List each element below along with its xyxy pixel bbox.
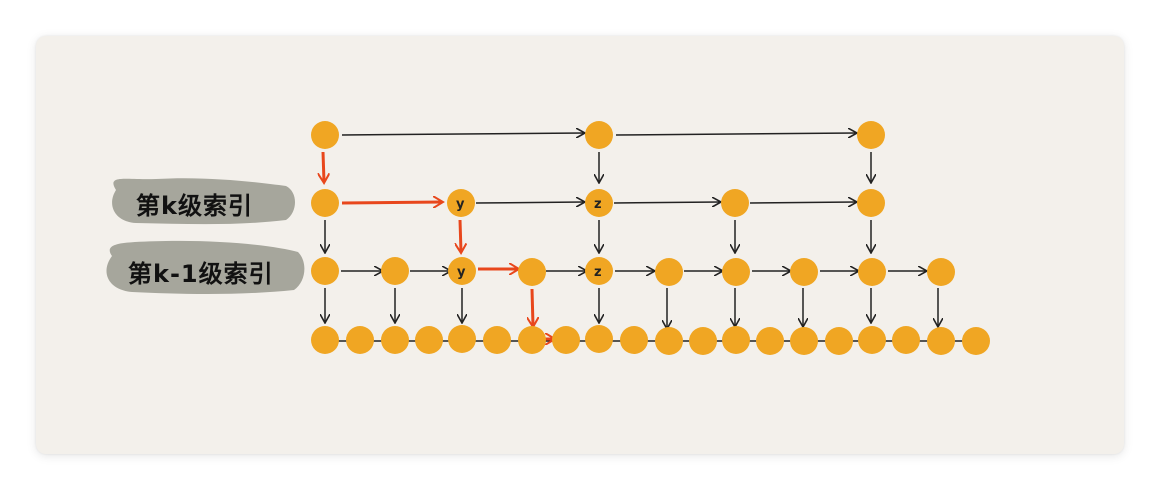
node-top-1 bbox=[311, 121, 339, 149]
node-base-4 bbox=[415, 326, 443, 354]
node-k-z-label: z bbox=[594, 197, 602, 212]
node-base-14 bbox=[756, 327, 784, 355]
node-base-16 bbox=[825, 327, 853, 355]
search-path-down-3 bbox=[532, 288, 533, 326]
nodes bbox=[311, 121, 990, 355]
node-base-18 bbox=[892, 326, 920, 354]
node-base-7 bbox=[518, 326, 546, 354]
diagram-card: 第k级索引 第k-1级索引 bbox=[36, 36, 1124, 454]
node-base-2 bbox=[346, 326, 374, 354]
edge-top-1 bbox=[341, 133, 584, 135]
node-k1-1 bbox=[311, 257, 339, 285]
node-base-3 bbox=[381, 326, 409, 354]
node-k1-7 bbox=[722, 258, 750, 286]
search-path-down-2 bbox=[460, 219, 461, 252]
node-base-9 bbox=[585, 325, 613, 353]
level-k-label-text: 第k级索引 bbox=[136, 192, 253, 220]
node-k1-10 bbox=[927, 258, 955, 286]
node-k1-y-label: y bbox=[457, 265, 466, 280]
node-base-19 bbox=[927, 327, 955, 355]
node-base-15 bbox=[790, 327, 818, 355]
edge-k-2 bbox=[475, 202, 584, 203]
node-base-10 bbox=[620, 326, 648, 354]
node-k1-y bbox=[448, 257, 476, 285]
level-k-minus-1-label: 第k-1级索引 bbox=[106, 240, 305, 294]
level-k-label: 第k级索引 bbox=[112, 178, 295, 225]
level-k-minus-1-label-text: 第k-1级索引 bbox=[128, 260, 274, 288]
node-base-1 bbox=[311, 326, 339, 354]
node-k1-6 bbox=[655, 258, 683, 286]
node-k-z bbox=[585, 189, 613, 217]
edge-k-4 bbox=[749, 202, 856, 203]
node-k-4 bbox=[721, 189, 749, 217]
node-k1-2 bbox=[381, 257, 409, 285]
node-base-17 bbox=[858, 326, 886, 354]
node-base-11 bbox=[655, 327, 683, 355]
node-k1-8 bbox=[790, 258, 818, 286]
node-top-2 bbox=[585, 121, 613, 149]
node-base-5 bbox=[448, 325, 476, 353]
node-k-1 bbox=[311, 189, 339, 217]
edges bbox=[325, 133, 986, 342]
search-path bbox=[323, 151, 554, 339]
node-base-20 bbox=[962, 327, 990, 355]
node-k1-z-label: z bbox=[594, 265, 602, 280]
node-k-y-label: y bbox=[456, 197, 465, 212]
node-k1-z bbox=[585, 257, 613, 285]
search-path-down-1 bbox=[323, 151, 324, 182]
node-k1-4 bbox=[518, 258, 546, 286]
node-base-8 bbox=[552, 326, 580, 354]
edge-top-2 bbox=[615, 133, 856, 135]
skip-list-diagram: 第k级索引 第k-1级索引 bbox=[106, 121, 990, 355]
node-k-5 bbox=[857, 189, 885, 217]
node-base-6 bbox=[483, 326, 511, 354]
edge-k-3 bbox=[613, 202, 720, 203]
node-base-13 bbox=[722, 326, 750, 354]
node-k1-9 bbox=[858, 258, 886, 286]
node-k-y bbox=[447, 189, 475, 217]
node-base-12 bbox=[689, 327, 717, 355]
node-top-3 bbox=[857, 121, 885, 149]
search-path-right-1 bbox=[341, 202, 442, 203]
